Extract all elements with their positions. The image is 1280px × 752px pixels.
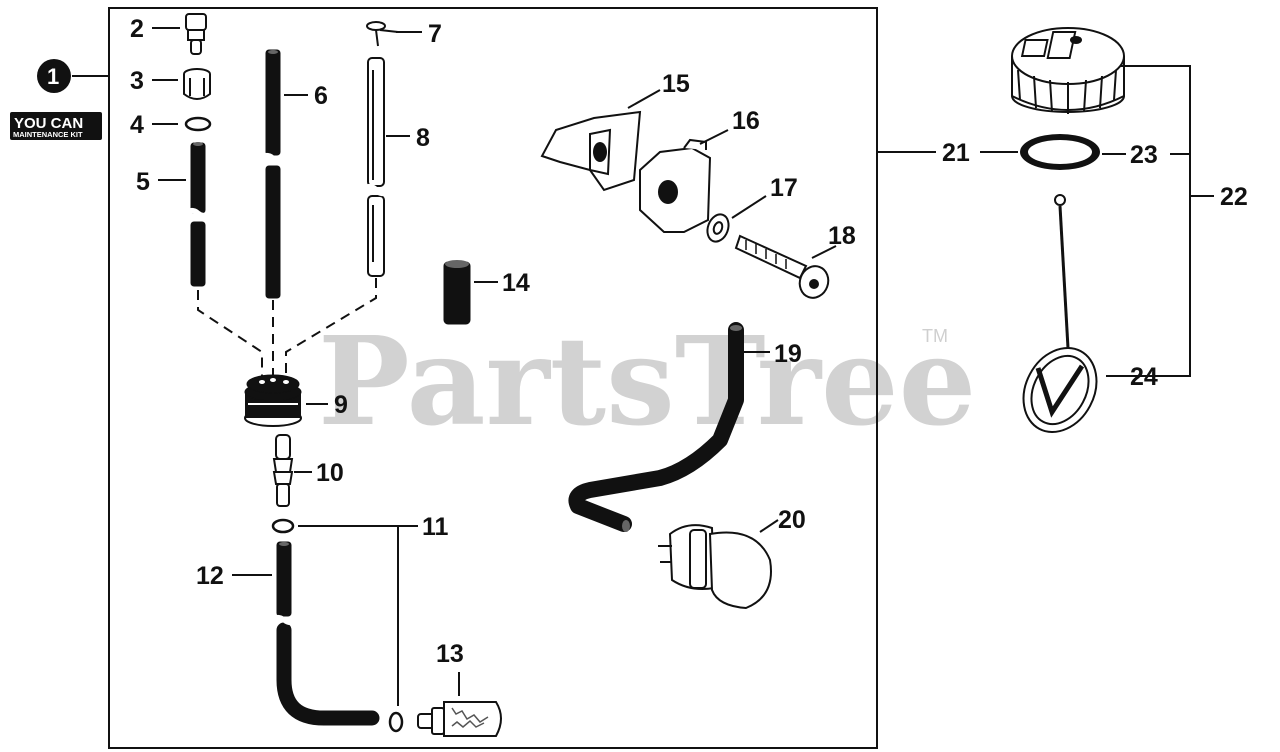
- callout-18[interactable]: 18: [828, 222, 856, 250]
- part-20-primer-bulb[interactable]: [658, 524, 772, 610]
- part-6-fuel-line[interactable]: [259, 49, 287, 299]
- callout-6[interactable]: 6: [314, 82, 328, 110]
- callout-24[interactable]: 24: [1130, 363, 1158, 391]
- callout-2[interactable]: 2: [130, 15, 144, 43]
- callout-4[interactable]: 4: [130, 111, 144, 139]
- callout-11[interactable]: 11: [422, 513, 449, 541]
- callout-3[interactable]: 3: [130, 67, 144, 95]
- callout-19[interactable]: 19: [774, 340, 802, 368]
- callout-16[interactable]: 16: [732, 107, 760, 135]
- leader-8-to-9: [285, 278, 377, 378]
- callout-17[interactable]: 17: [770, 174, 798, 202]
- part-4-o-ring[interactable]: [184, 116, 212, 132]
- kit-number-circle: [37, 59, 71, 93]
- kit-logo-box: [10, 112, 102, 140]
- callout-20[interactable]: 20: [778, 506, 806, 534]
- callout-13[interactable]: 13: [436, 640, 464, 668]
- callout-14[interactable]: 14: [502, 269, 530, 297]
- callout-7[interactable]: 7: [428, 20, 442, 48]
- part-18-bolt[interactable]: [734, 234, 833, 302]
- part-8-clear-tube[interactable]: [360, 57, 392, 277]
- watermark-text: PartsTree: [318, 309, 976, 453]
- part-17-washer[interactable]: [704, 211, 732, 244]
- part-10-barb-fitting[interactable]: [272, 434, 294, 507]
- kit-number: 1: [47, 64, 59, 89]
- part-9-grommet[interactable]: [244, 374, 302, 427]
- part-5-fuel-line[interactable]: [184, 142, 212, 287]
- part-11-o-ring-lower[interactable]: [388, 711, 404, 733]
- part-16-clamp[interactable]: [639, 138, 712, 233]
- diagram-frame: [108, 7, 878, 749]
- callout-22[interactable]: 22: [1220, 183, 1248, 211]
- part-15-clamp[interactable]: [540, 110, 642, 192]
- callout-10[interactable]: 10: [316, 459, 344, 487]
- callout-9[interactable]: 9: [334, 391, 348, 419]
- callout-21[interactable]: 21: [942, 139, 970, 167]
- kit-logo-line1: YOU CAN: [14, 115, 83, 132]
- part-3-nut[interactable]: [183, 68, 211, 100]
- part-2-fitting[interactable]: [185, 13, 207, 55]
- kit-logo-line2: MAINTENANCE KIT: [13, 130, 83, 139]
- callout-8[interactable]: 8: [416, 124, 430, 152]
- part-7-pin[interactable]: [366, 21, 399, 47]
- callout-23[interactable]: 23: [1130, 141, 1158, 169]
- callout-12[interactable]: 12: [196, 562, 224, 590]
- part-24-strap[interactable]: [1009, 194, 1110, 445]
- part-22-fuel-cap[interactable]: [1011, 27, 1125, 114]
- part-12-fuel-hose[interactable]: [270, 541, 380, 726]
- watermark-trademark: TM: [922, 326, 948, 346]
- part-14-sleeve[interactable]: [443, 260, 471, 325]
- part-13-fuel-filter[interactable]: [417, 701, 502, 737]
- maintenance-kit-badge[interactable]: 1 YOU CAN MAINTENANCE KIT: [10, 59, 109, 140]
- leader-5-to-9: [197, 290, 263, 378]
- callout-15[interactable]: 15: [662, 70, 690, 98]
- callout-5[interactable]: 5: [136, 168, 150, 196]
- part-19-bent-hose[interactable]: [568, 322, 744, 532]
- part-11-o-ring-upper[interactable]: [271, 518, 295, 534]
- part-23-gasket[interactable]: [1020, 134, 1100, 170]
